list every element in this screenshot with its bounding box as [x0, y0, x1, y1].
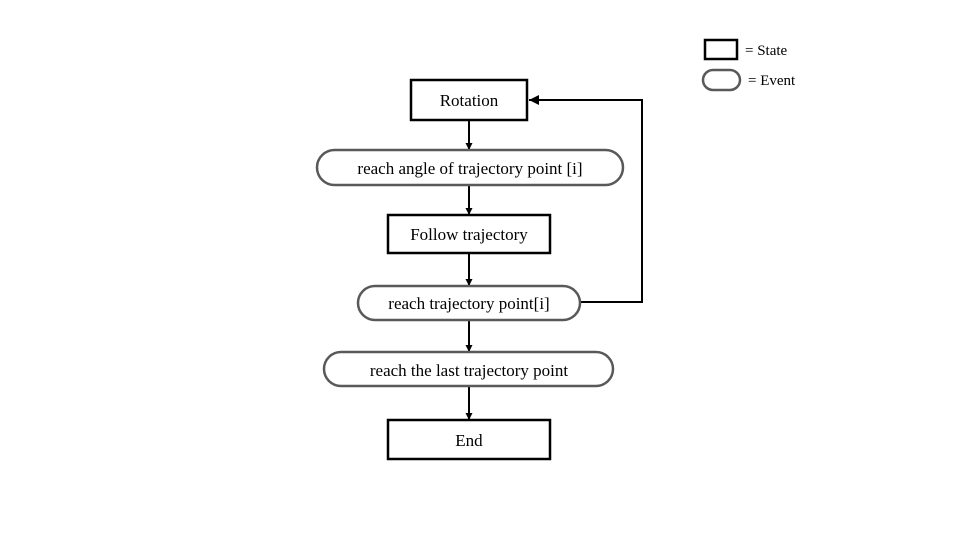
event-reach-point: reach trajectory point[i]: [356, 284, 582, 322]
event-reach-angle: reach angle of trajectory point [i]: [315, 148, 625, 187]
event-reach-last-label: reach the last trajectory point: [370, 361, 569, 380]
state-end-label: End: [455, 431, 483, 450]
legend-state-symbol: [703, 38, 739, 61]
event-reach-angle-label: reach angle of trajectory point [i]: [357, 159, 582, 178]
legend: = State = Event: [701, 38, 796, 92]
loop-back-arrow: [529, 95, 643, 303]
legend-event-label: = Event: [748, 73, 796, 89]
state-follow-trajectory: Follow trajectory: [386, 213, 552, 255]
state-rotation-label: Rotation: [440, 91, 499, 110]
legend-state-label: = State: [745, 43, 788, 59]
legend-event-symbol: [701, 68, 742, 92]
event-reach-last: reach the last trajectory point: [322, 350, 615, 388]
state-follow-trajectory-label: Follow trajectory: [410, 225, 528, 244]
state-end: End: [386, 418, 552, 461]
event-reach-point-label: reach trajectory point[i]: [388, 294, 549, 313]
connectors: [465, 95, 643, 420]
state-rotation: Rotation: [409, 78, 529, 122]
